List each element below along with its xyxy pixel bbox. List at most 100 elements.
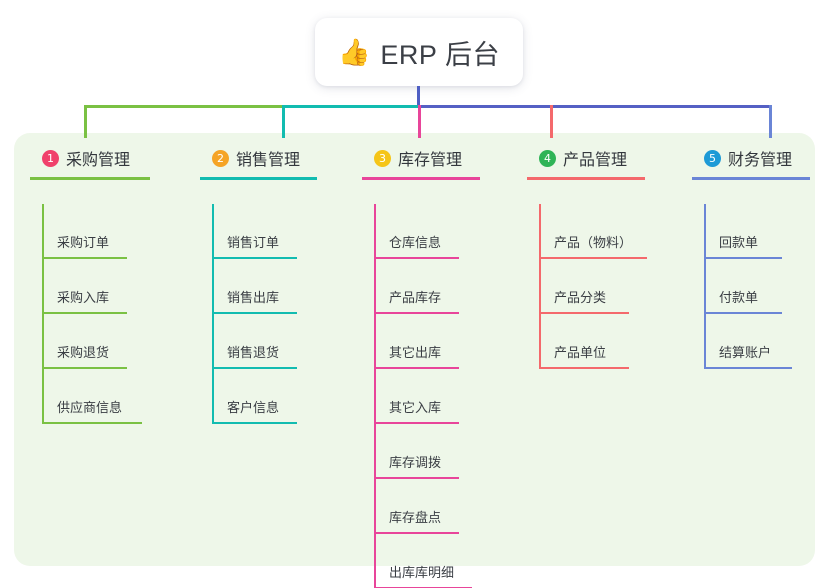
branch-header-label: 采购管理	[66, 152, 131, 169]
branch-spine	[212, 204, 214, 424]
branch-item-label: 销售退货	[227, 345, 280, 360]
branch-item[interactable]: 客户信息	[200, 369, 300, 424]
branch-item[interactable]: 库存盘点	[362, 479, 462, 534]
branch-number-badge: 5	[704, 149, 721, 167]
branch-item-rule	[212, 422, 297, 424]
branch-drop-5	[769, 105, 772, 138]
branch-spine	[42, 204, 44, 424]
branch-item-label: 产品单位	[554, 345, 607, 360]
branch-column-4: 4 产品管理产品（物料） 产品分类产品单位	[527, 146, 647, 369]
bus-segment-3	[418, 105, 771, 108]
branch-item[interactable]: 销售订单	[200, 204, 300, 259]
branch-item[interactable]: 付款单	[692, 259, 792, 314]
branch-drop-3	[418, 105, 421, 138]
branch-item-list: 回款单付款单结算账户	[692, 204, 792, 369]
root-connector-stub	[417, 86, 420, 106]
branch-item-label: 付款单	[719, 290, 759, 305]
branch-spine	[704, 204, 706, 369]
branch-item[interactable]: 销售退货	[200, 314, 300, 369]
branch-item[interactable]: 采购入库	[30, 259, 130, 314]
branch-item-list: 产品（物料） 产品分类产品单位	[527, 204, 647, 369]
branch-header-rule	[692, 177, 810, 180]
branch-item-rule	[42, 312, 127, 314]
branches-panel	[14, 133, 815, 566]
branch-number-badge: 3	[374, 149, 391, 167]
branch-item-label: 其它出库	[389, 345, 442, 360]
branch-item-rule	[374, 422, 459, 424]
branch-item-label: 产品库存	[389, 290, 442, 305]
branch-item[interactable]: 产品分类	[527, 259, 629, 314]
branch-item-label: 库存调拨	[389, 455, 442, 470]
branch-item-label: 回款单	[719, 235, 759, 250]
branch-drop-1	[84, 105, 87, 138]
branch-item-rule	[704, 312, 782, 314]
branch-item[interactable]: 产品（物料）	[527, 204, 647, 259]
branch-column-3: 3 库存管理仓库信息产品库存其它出库其它入库库存调拨库存盘点出库库明细	[362, 146, 480, 588]
branch-item[interactable]: 其它入库	[362, 369, 462, 424]
branch-header-label: 库存管理	[398, 152, 463, 169]
branch-item-rule	[374, 257, 459, 259]
branch-spine	[374, 204, 376, 588]
branch-item-label: 采购订单	[57, 235, 110, 250]
branch-item-label: 客户信息	[227, 400, 280, 415]
branch-item[interactable]: 仓库信息	[362, 204, 462, 259]
branch-item-rule	[212, 367, 297, 369]
branch-header-2[interactable]: 2 销售管理	[200, 146, 317, 180]
root-node[interactable]: 👍 ERP 后台	[315, 18, 523, 86]
branch-drop-4	[550, 105, 553, 138]
branch-item[interactable]: 产品库存	[362, 259, 462, 314]
branch-header-rule	[527, 177, 645, 180]
branch-item-rule	[374, 312, 459, 314]
branch-item[interactable]: 其它出库	[362, 314, 462, 369]
branch-item-rule	[42, 257, 127, 259]
branch-item-rule	[374, 367, 459, 369]
branch-item-label: 销售订单	[227, 235, 280, 250]
branch-item-label: 仓库信息	[389, 235, 442, 250]
branch-item[interactable]: 结算账户	[692, 314, 792, 369]
branch-item-label: 供应商信息	[57, 400, 123, 415]
branch-number-badge: 2	[212, 149, 229, 167]
branch-item[interactable]: 回款单	[692, 204, 792, 259]
branch-item-rule	[539, 312, 629, 314]
branch-header-4[interactable]: 4 产品管理	[527, 146, 645, 180]
bus-segment-1	[84, 105, 284, 108]
branch-item-label: 采购退货	[57, 345, 110, 360]
branch-item-rule	[704, 367, 792, 369]
branch-item-label: 产品分类	[554, 290, 607, 305]
branch-item-list: 采购订单采购入库采购退货供应商信息	[30, 204, 142, 424]
branch-item[interactable]: 采购退货	[30, 314, 130, 369]
branch-item-rule	[212, 257, 297, 259]
branch-item-label: 库存盘点	[389, 510, 442, 525]
branch-item[interactable]: 采购订单	[30, 204, 130, 259]
bus-segment-2	[282, 105, 462, 108]
branch-item-rule	[42, 422, 142, 424]
branch-item-label: 销售出库	[227, 290, 280, 305]
branch-number-badge: 4	[539, 149, 556, 167]
branch-header-label: 销售管理	[236, 152, 301, 169]
branch-header-3[interactable]: 3 库存管理	[362, 146, 480, 180]
branch-item-rule	[212, 312, 297, 314]
branch-item[interactable]: 销售出库	[200, 259, 300, 314]
root-title: ERP 后台	[380, 39, 500, 70]
branch-header-label: 财务管理	[728, 152, 793, 169]
branch-item[interactable]: 供应商信息	[30, 369, 142, 424]
branch-header-5[interactable]: 5 财务管理	[692, 146, 810, 180]
branch-column-5: 5 财务管理回款单付款单结算账户	[692, 146, 810, 369]
branch-drop-2	[282, 105, 285, 138]
branch-header-label: 产品管理	[563, 152, 628, 169]
branch-item-label: 采购入库	[57, 290, 110, 305]
branch-header-rule	[200, 177, 317, 180]
branch-item-rule	[374, 532, 459, 534]
branch-item-label: 出库库明细	[389, 565, 455, 580]
branch-spine	[539, 204, 541, 369]
branch-item[interactable]: 库存调拨	[362, 424, 462, 479]
branch-header-rule	[30, 177, 150, 180]
branch-item-rule	[539, 367, 629, 369]
thumbs-up-icon: 👍	[338, 37, 371, 67]
branch-item-list: 仓库信息产品库存其它出库其它入库库存调拨库存盘点出库库明细	[362, 204, 472, 588]
branch-item[interactable]: 出库库明细	[362, 534, 472, 588]
branch-item[interactable]: 产品单位	[527, 314, 629, 369]
